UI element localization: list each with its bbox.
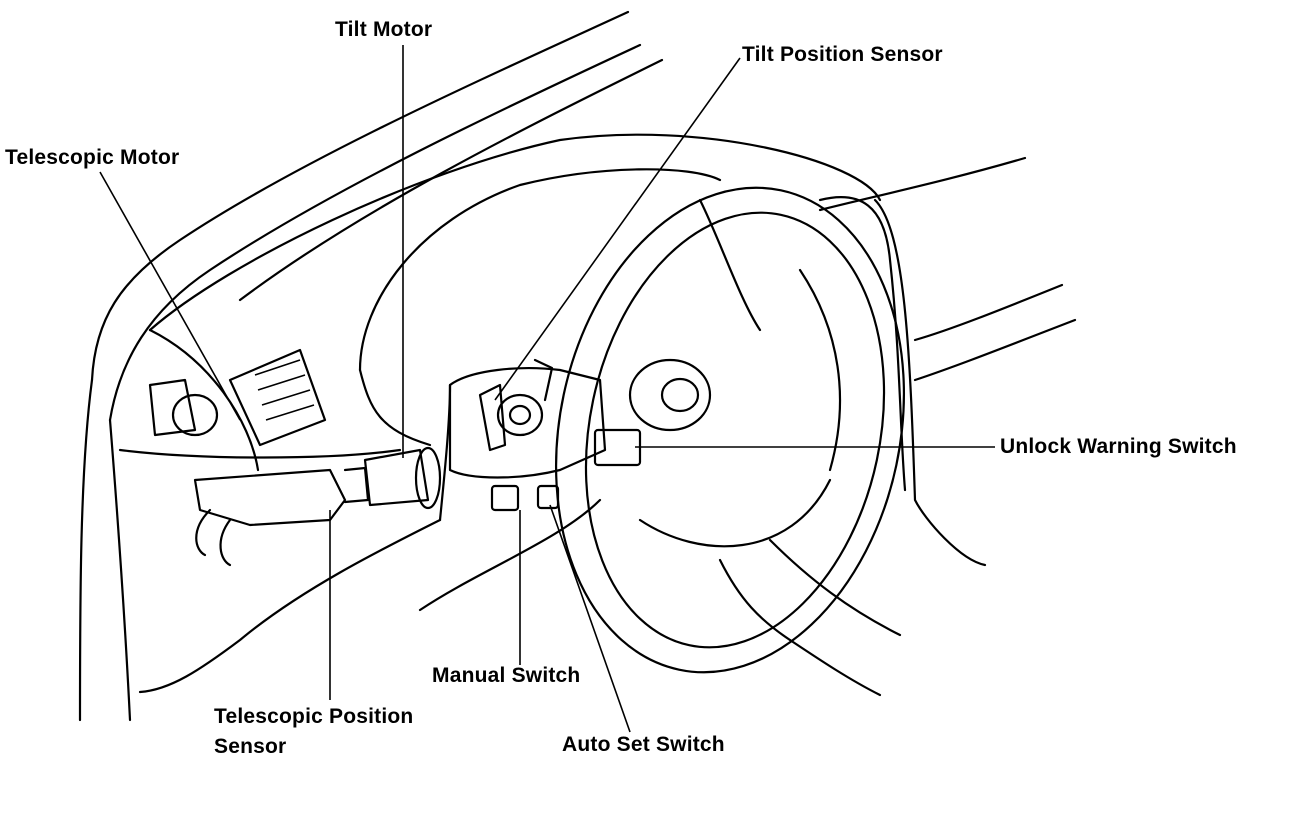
leader-lines xyxy=(99,45,995,733)
label-tilt-motor: Tilt Motor xyxy=(335,18,433,41)
steering-wheel xyxy=(554,186,906,697)
label-auto-set-switch: Auto Set Switch xyxy=(562,733,725,756)
windshield-lines xyxy=(78,10,664,722)
label-manual-switch: Manual Switch xyxy=(432,664,581,687)
leader-auto-set-switch xyxy=(549,504,631,733)
label-tilt-position-sensor: Tilt Position Sensor xyxy=(742,43,943,66)
dashboard-outline xyxy=(118,133,1077,694)
label-telescopic-position-sensor-line2: Sensor xyxy=(214,735,287,758)
label-telescopic-motor: Telescopic Motor xyxy=(5,146,180,169)
leader-telescopic-motor xyxy=(99,171,241,421)
leader-tilt-position-sensor xyxy=(494,57,741,401)
label-telescopic-position-sensor-line1: Telescopic Position xyxy=(214,705,414,728)
label-unlock-warning-switch: Unlock Warning Switch xyxy=(1000,435,1237,458)
